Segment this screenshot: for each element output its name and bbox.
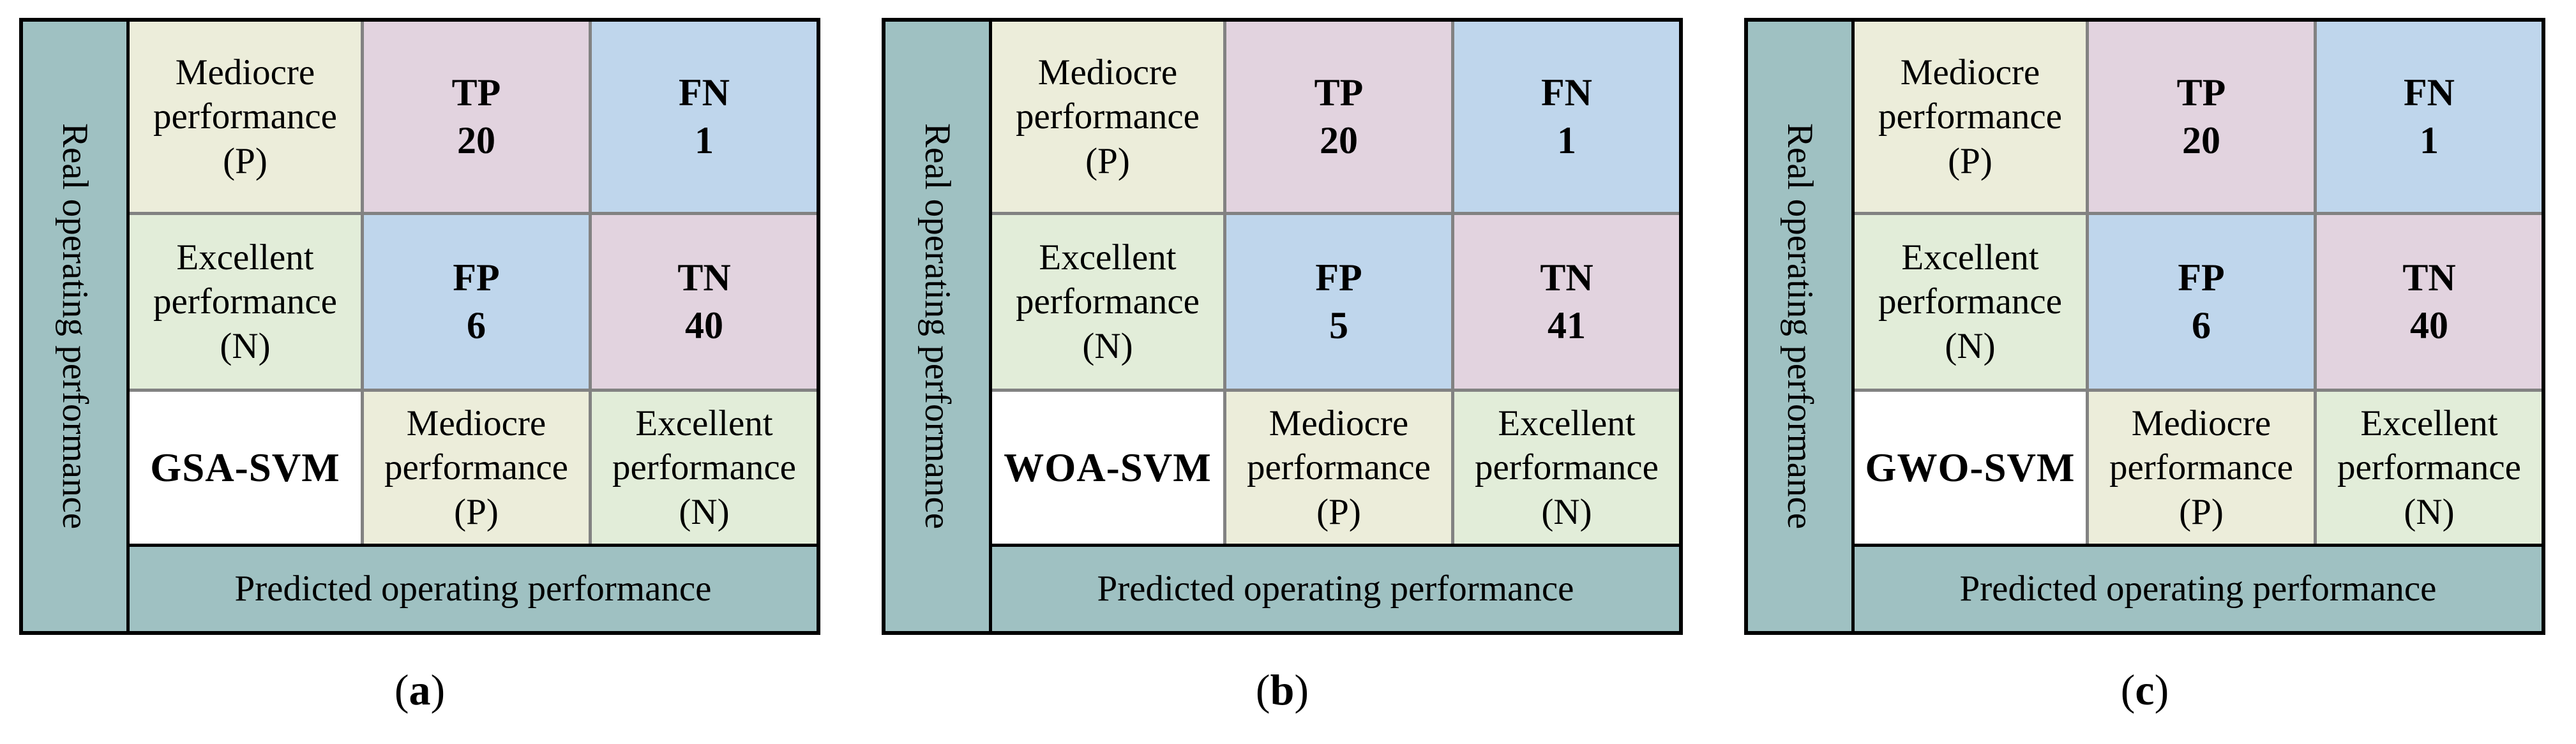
panel-woa-svm: Real operating performance Mediocre perf… (882, 18, 1683, 711)
confusion-matrix-gsa: Real operating performance Mediocre perf… (19, 18, 820, 635)
real-axis-label: Real operating performance (1748, 22, 1851, 631)
col-label-negative: Excellent performance (N) (1454, 392, 1679, 544)
tn-cell: TN 41 (1454, 215, 1679, 389)
footer-divider-line (1851, 544, 2542, 547)
row-label-negative: Excellent performance (N) (130, 215, 361, 389)
caption-close-paren: ) (430, 666, 446, 714)
caption-letter: b (1270, 666, 1295, 714)
panel-gwo-svm: Real operating performance Mediocre perf… (1744, 18, 2545, 711)
fp-cell: FP 5 (1226, 215, 1451, 389)
real-axis-label: Real operating performance (23, 22, 126, 631)
tn-cell: TN 40 (592, 215, 817, 389)
caption-letter: c (2135, 666, 2155, 714)
panel-caption-a: (a) (395, 668, 445, 711)
model-name-cell: GSA-SVM (130, 392, 361, 544)
col-label-positive: Mediocre performance (P) (1226, 392, 1451, 544)
caption-open-paren: ( (394, 666, 409, 714)
caption-open-paren: ( (1255, 666, 1270, 714)
col-label-negative: Excellent performance (N) (592, 392, 817, 544)
model-name-cell: WOA-SVM (992, 392, 1223, 544)
confusion-matrix-woa: Real operating performance Mediocre perf… (882, 18, 1683, 635)
confusion-matrix-gwo: Real operating performance Mediocre perf… (1744, 18, 2545, 635)
model-name-cell: GWO-SVM (1855, 392, 2086, 544)
panel-gsa-svm: Real operating performance Mediocre perf… (19, 18, 820, 711)
tp-cell: TP 20 (1226, 22, 1451, 212)
caption-letter: a (409, 666, 431, 714)
row-label-negative: Excellent performance (N) (992, 215, 1223, 389)
fn-cell: FN 1 (2317, 22, 2542, 212)
row-label-positive: Mediocre performance (P) (992, 22, 1223, 212)
row-label-negative: Excellent performance (N) (1855, 215, 2086, 389)
real-axis-label: Real operating performance (885, 22, 989, 631)
tp-cell: TP 20 (364, 22, 589, 212)
panel-caption-c: (c) (2121, 668, 2169, 711)
tp-cell: TP 20 (2089, 22, 2314, 212)
confusion-matrix-figure: Real operating performance Mediocre perf… (19, 18, 2545, 711)
predicted-axis-label: Predicted operating performance (1855, 547, 2542, 631)
caption-close-paren: ) (1294, 666, 1309, 714)
band-divider-line (989, 22, 992, 631)
fp-cell: FP 6 (2089, 215, 2314, 389)
footer-divider-line (126, 544, 817, 547)
col-label-positive: Mediocre performance (P) (364, 392, 589, 544)
tn-cell: TN 40 (2317, 215, 2542, 389)
panel-caption-b: (b) (1256, 668, 1309, 711)
fn-cell: FN 1 (592, 22, 817, 212)
caption-close-paren: ) (2154, 666, 2169, 714)
row-label-positive: Mediocre performance (P) (130, 22, 361, 212)
footer-divider-line (989, 544, 1679, 547)
band-divider-line (126, 22, 130, 631)
row-label-positive: Mediocre performance (P) (1855, 22, 2086, 212)
col-label-negative: Excellent performance (N) (2317, 392, 2542, 544)
band-divider-line (1851, 22, 1855, 631)
caption-open-paren: ( (2120, 666, 2135, 714)
fp-cell: FP 6 (364, 215, 589, 389)
predicted-axis-label: Predicted operating performance (992, 547, 1679, 631)
col-label-positive: Mediocre performance (P) (2089, 392, 2314, 544)
fn-cell: FN 1 (1454, 22, 1679, 212)
predicted-axis-label: Predicted operating performance (130, 547, 817, 631)
